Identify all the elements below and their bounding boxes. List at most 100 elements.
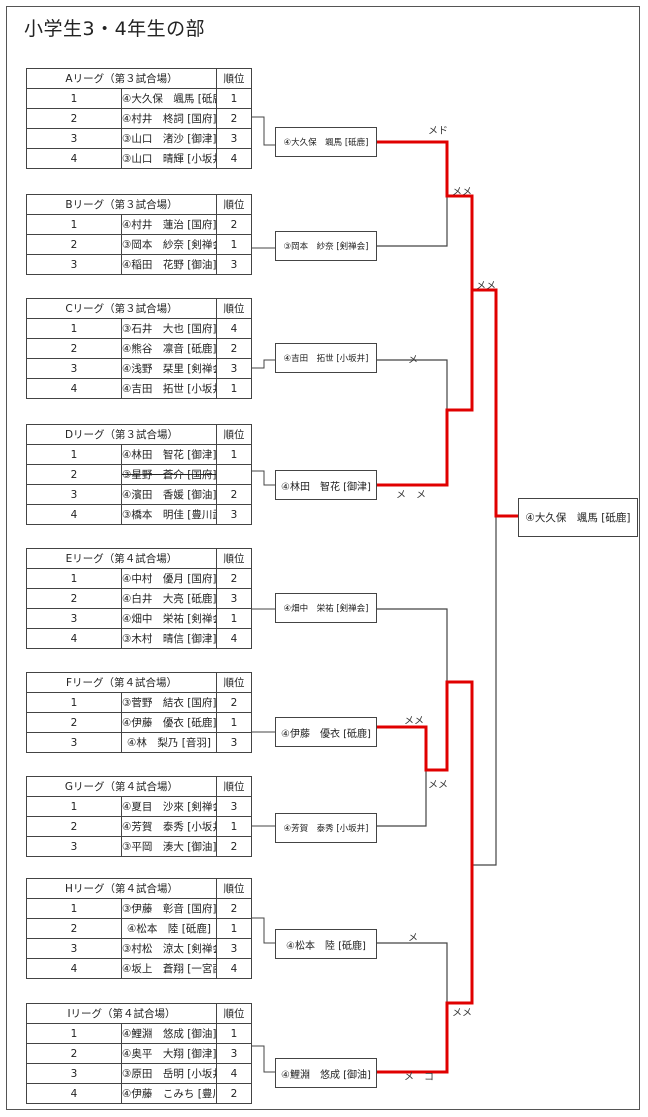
player-name: ④白井 大亮 [砥鹿] <box>121 588 217 609</box>
bracket-line <box>377 770 427 827</box>
player-name: ③岡本 紗奈 [剣禅会] <box>121 234 217 255</box>
player-name: ③木村 晴信 [御津] <box>121 628 217 649</box>
withdrawn-player-name: ③星野 蒼介 [国府] <box>122 469 217 481</box>
player-rank: 1 <box>216 378 252 399</box>
player-name: ④伊藤 優衣 [砥鹿] <box>121 712 217 733</box>
player-name: ④林 梨乃 [音羽] <box>121 732 217 753</box>
rank-header: 順位 <box>216 1003 252 1024</box>
league-winner-box: ④鯉淵 悠成 [御油] <box>275 1058 377 1088</box>
league-header: Hリーグ（第４試合場） <box>26 878 217 899</box>
score-mark: メ メ <box>396 490 426 501</box>
champion-box: ④大久保 颯馬 [砥鹿] <box>518 498 638 537</box>
league-winner-box: ④芳賀 泰秀 [小坂井] <box>275 813 377 843</box>
player-name: ③山口 晴輝 [小坂井] <box>121 148 217 169</box>
player-name: ③村松 涼太 [剣禅会] <box>121 938 217 959</box>
score-mark: メメ <box>428 780 448 791</box>
player-rank: 2 <box>216 836 252 857</box>
player-rank: 3 <box>216 732 252 753</box>
table-to-winner-line <box>252 917 275 944</box>
league-winner-box: ③岡本 紗奈 [剣禅会] <box>275 231 377 261</box>
rank-header: 順位 <box>216 672 252 693</box>
player-rank: 3 <box>216 504 252 525</box>
row-number: 3 <box>26 254 122 275</box>
bracket-line <box>377 359 472 411</box>
bracket-line <box>377 196 448 247</box>
player-rank: 2 <box>216 484 252 505</box>
league-winner-box: ④林田 智花 [御津] <box>275 470 377 500</box>
player-rank: 2 <box>216 1083 252 1104</box>
league-header: Cリーグ（第３試合場） <box>26 298 217 319</box>
player-name: ④鯉淵 悠成 [御油] <box>121 1023 217 1044</box>
score-mark: メ <box>408 355 418 366</box>
page-title: 小学生3・4年生の部 <box>24 18 206 40</box>
bracket-line <box>472 516 497 866</box>
player-rank: 3 <box>216 254 252 275</box>
player-rank: 1 <box>216 234 252 255</box>
score-mark: メ <box>408 933 418 944</box>
player-rank: 4 <box>216 148 252 169</box>
league-winner-box: ④松本 陸 [砥鹿] <box>275 929 377 959</box>
league-winner-box: ④伊藤 優衣 [砥鹿] <box>275 717 377 747</box>
score-mark: メ コ <box>404 1072 434 1083</box>
player-name: ④村井 柊詞 [国府] <box>121 108 217 129</box>
winning-path-line <box>377 680 474 865</box>
bracket-sheet <box>6 6 640 1110</box>
player-name: ③平岡 湊大 [御油] <box>121 836 217 857</box>
league-header: Gリーグ（第４試合場） <box>26 776 217 797</box>
player-name: ④坂上 蒼翔 [一宮西部] <box>121 958 217 979</box>
table-to-winner-line <box>252 359 275 369</box>
score-mark: メメ <box>476 281 496 292</box>
bracket-line <box>377 942 448 1003</box>
row-number: 3 <box>26 732 122 753</box>
player-name: ④松本 陸 [砥鹿] <box>121 918 217 939</box>
league-winner-box: ④吉田 拓世 [小坂井] <box>275 343 377 373</box>
player-name: ④吉田 拓世 [小坂井] <box>121 378 217 399</box>
league-header: Eリーグ（第４試合場） <box>26 548 217 569</box>
score-mark: メメ <box>452 187 472 198</box>
winning-path-line <box>377 865 474 1074</box>
bracket-line <box>377 608 448 682</box>
player-rank: 4 <box>216 628 252 649</box>
table-to-winner-line <box>252 1045 275 1073</box>
winning-path-line <box>377 140 518 518</box>
league-winner-box: ④畑中 栄祐 [剣禅会] <box>275 593 377 623</box>
player-name: ③石井 大也 [国府] <box>121 318 217 339</box>
player-name: ③橋本 明佳 [豊川武道館] <box>121 504 217 525</box>
league-winner-box: ④大久保 颯馬 [砥鹿] <box>275 127 377 157</box>
score-mark: メド <box>428 126 448 137</box>
winning-path-line <box>377 290 474 487</box>
score-mark: メメ <box>404 716 424 727</box>
player-name: ④夏目 沙來 [剣禅会] <box>121 796 217 817</box>
league-header: Fリーグ（第４試合場） <box>26 672 217 693</box>
league-header: Iリーグ（第４試合場） <box>26 1003 217 1024</box>
